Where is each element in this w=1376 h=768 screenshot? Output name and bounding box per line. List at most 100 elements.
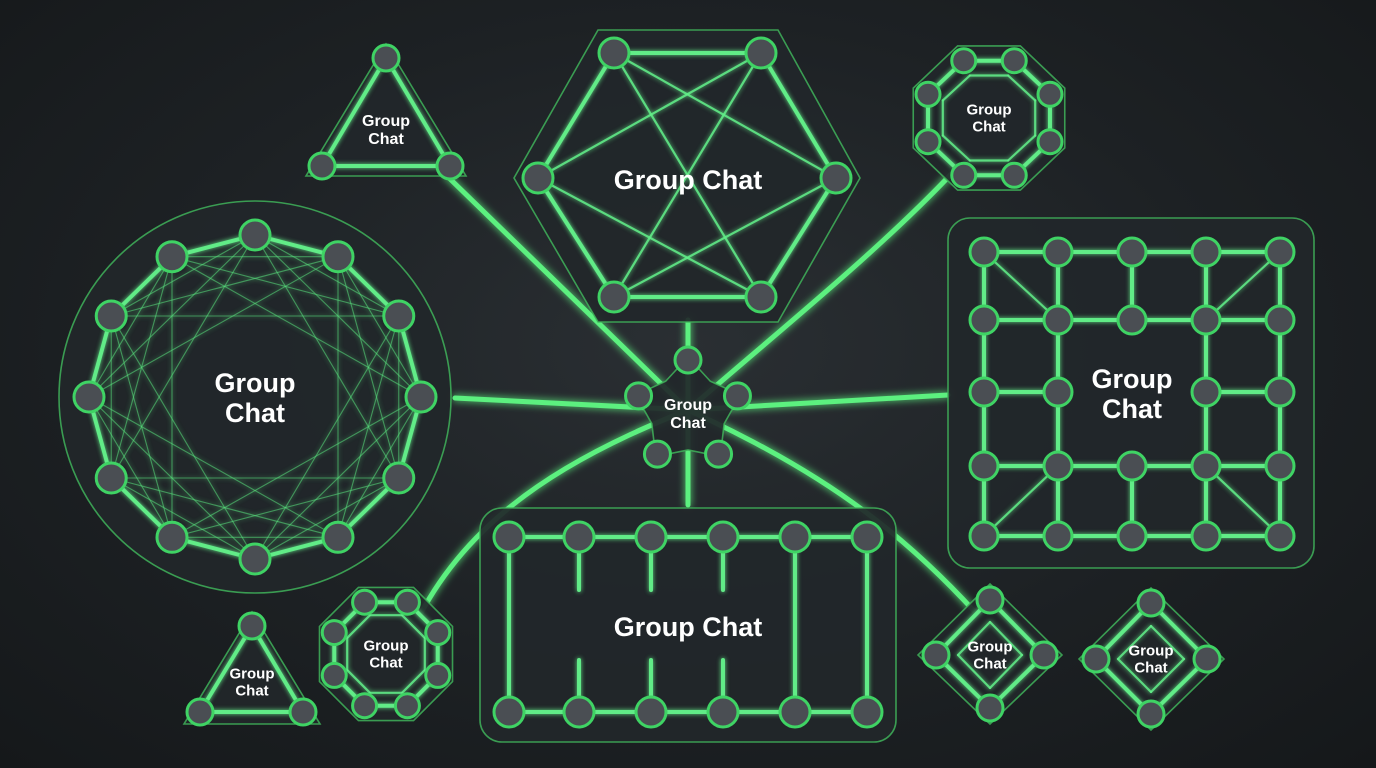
edge (110, 477, 256, 560)
diamond-b-node (1136, 588, 1166, 618)
hub-node (642, 439, 672, 469)
edge (320, 56, 388, 168)
circle-node (155, 240, 189, 274)
grid-node (968, 376, 1000, 408)
diamond-b-node (1136, 699, 1166, 729)
edge (956, 620, 992, 657)
triangle-node (435, 151, 465, 181)
small-octagon-node (320, 661, 348, 689)
edge (250, 624, 305, 714)
grid-node (1116, 450, 1148, 482)
hub-node (722, 381, 752, 411)
ladder-node (562, 520, 596, 554)
ladder-shape (479, 507, 897, 743)
octagon-node (950, 161, 978, 189)
hexagon-node (744, 36, 778, 70)
diamond-b-node (1192, 644, 1222, 674)
octagon-shape (912, 45, 1066, 191)
edge (536, 51, 763, 180)
edge (110, 256, 173, 479)
octagon-node (1036, 80, 1064, 108)
edge (171, 396, 422, 538)
small-octagon-node (320, 619, 348, 647)
edge (346, 614, 372, 640)
edge (171, 256, 422, 398)
ladder-node (850, 520, 884, 554)
edge (110, 234, 256, 317)
diamond-a-node (975, 585, 1005, 615)
grid-node (1042, 304, 1074, 336)
small-octagon-node (351, 692, 379, 720)
edge (956, 653, 992, 690)
edge (612, 176, 838, 299)
edge (1116, 624, 1153, 661)
edge (88, 396, 339, 538)
octagon-node (950, 47, 978, 75)
triangle-shape (304, 42, 468, 177)
edge (110, 234, 256, 479)
octagon-node (1036, 128, 1064, 156)
diamond-b-shape (1077, 586, 1226, 732)
hexagon-node (819, 161, 853, 195)
edge (88, 396, 173, 538)
ladder-node (562, 695, 596, 729)
circle-node (238, 542, 272, 576)
grid-node (968, 450, 1000, 482)
diamond-a-shape (916, 582, 1064, 726)
ladder-node (706, 695, 740, 729)
ladder-node (634, 520, 668, 554)
edge (337, 256, 422, 398)
edge (198, 624, 254, 714)
hub-node (704, 439, 734, 469)
hub-link (417, 407, 691, 618)
diamond-a-node (975, 693, 1005, 723)
small-triangle-node (288, 697, 318, 727)
edge (1204, 250, 1282, 322)
triangle-node (371, 43, 401, 73)
edge (254, 234, 400, 317)
ladder-node (778, 695, 812, 729)
small-octagon-shape (318, 586, 454, 722)
hexagon-label: Group Chat (614, 165, 763, 195)
edge (612, 51, 763, 299)
edge (171, 256, 399, 317)
edge (612, 51, 838, 180)
edge (254, 315, 400, 560)
ladder-node (492, 695, 526, 729)
edge (536, 176, 763, 299)
grid-node (1116, 520, 1148, 552)
octagon-node (1000, 161, 1028, 189)
octagon-node (914, 128, 942, 156)
circle-node (404, 380, 438, 414)
small-triangle-node (185, 697, 215, 727)
grid-node (1190, 520, 1222, 552)
circle-node (94, 461, 128, 495)
grid-node (1264, 520, 1296, 552)
edge (254, 477, 400, 560)
edge (88, 256, 173, 398)
small-octagon-node (351, 588, 379, 616)
edge (1007, 134, 1037, 162)
grid-node (1190, 376, 1222, 408)
grid-node (1190, 450, 1222, 482)
small-octagon-node (393, 588, 421, 616)
ladder-label: Group Chat (614, 612, 763, 642)
hub-node (624, 381, 654, 411)
small-octagon-node (393, 692, 421, 720)
ladder-node (850, 695, 884, 729)
octagon-node (1000, 47, 1028, 75)
hub-link (685, 167, 958, 413)
grid-node (1042, 236, 1074, 268)
small-triangle-node (237, 611, 267, 641)
circle-node (382, 299, 416, 333)
edge (384, 56, 452, 168)
edge (1149, 624, 1186, 661)
grid-node (1116, 304, 1148, 336)
circle-shape (58, 200, 452, 594)
small-octagon-node (424, 619, 452, 647)
edge (1007, 74, 1037, 102)
